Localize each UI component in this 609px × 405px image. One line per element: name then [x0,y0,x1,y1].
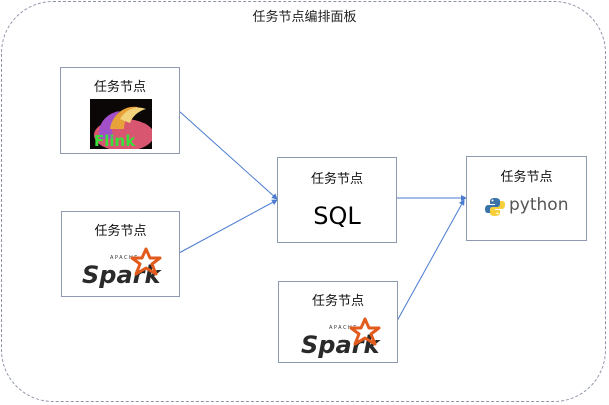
spark-logo-icon: APACHE Spark [299,317,389,363]
task-node-flink[interactable]: 任务节点 Flink [60,67,180,154]
python-logo-text: python [509,195,569,215]
svg-text:Spark: Spark [82,261,162,289]
node-label: 任务节点 [310,172,363,187]
node-label: 任务节点 [93,80,146,95]
flink-logo-text: Flink [94,132,136,149]
panel-title: 任务节点编排面板 [252,10,357,25]
edge-spark1-to-sql [178,199,278,254]
task-node-spark-1[interactable]: 任务节点 APACHE Spark [61,211,180,297]
task-node-spark-2[interactable]: 任务节点 APACHE Spark [278,281,398,363]
svg-text:APACHE: APACHE [329,325,358,331]
edge-spark2-to-python [396,199,465,322]
svg-text:APACHE: APACHE [110,255,139,261]
node-label: 任务节点 [94,224,147,239]
python-logo-icon [485,197,505,221]
svg-text:Spark: Spark [301,331,381,359]
task-node-sql[interactable]: 任务节点 SQL [277,157,397,243]
node-label: 任务节点 [500,170,553,185]
node-label: 任务节点 [311,294,364,309]
sql-logo-text: SQL [313,202,361,230]
flink-logo-icon: Flink [90,99,152,149]
task-node-python[interactable]: 任务节点 python [466,156,587,241]
spark-logo-icon: APACHE Spark [80,247,170,293]
edge-flink-to-sql [178,110,278,200]
